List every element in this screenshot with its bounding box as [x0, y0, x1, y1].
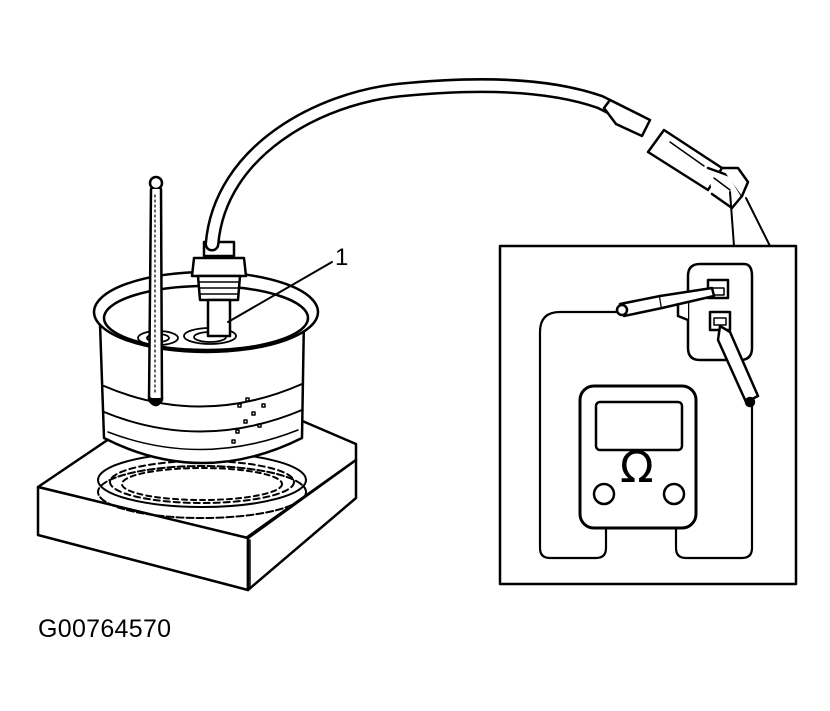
thermometer-icon — [147, 175, 164, 407]
inset-leader — [729, 191, 771, 247]
probe-red — [615, 286, 716, 318]
ohm-symbol: Ω — [620, 442, 654, 493]
ohmmeter-icon — [578, 384, 698, 530]
sensor-cable — [204, 78, 652, 252]
callout-label: 1 — [335, 244, 349, 271]
connector-icon — [646, 128, 750, 210]
figure-id: G00764570 — [38, 615, 172, 643]
meter-leads — [538, 310, 754, 560]
inset-connector — [676, 262, 754, 362]
callout-leader — [227, 261, 333, 323]
